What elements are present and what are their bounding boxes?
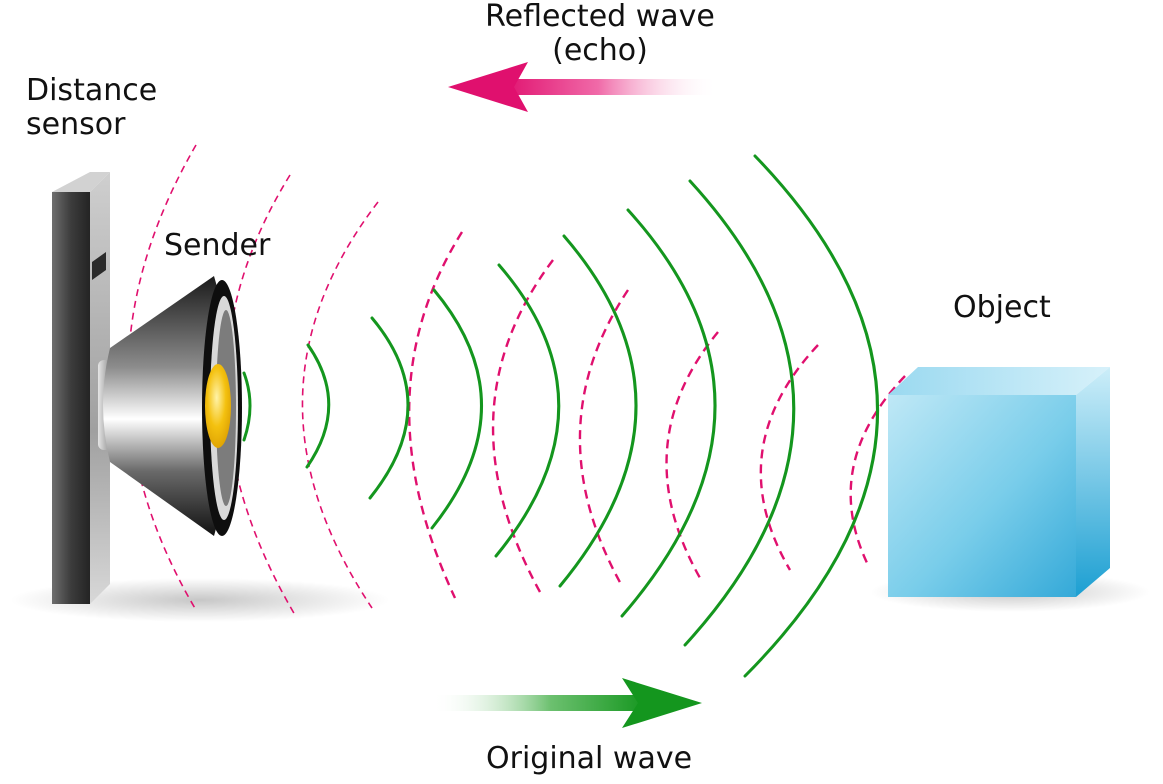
original-arrow-head: [622, 678, 702, 728]
echo-arc: [849, 375, 906, 566]
wave-arc: [305, 343, 331, 469]
original-wave-arcs: [242, 154, 879, 678]
sensor-front: [52, 192, 90, 604]
reflected-wave-arrow: [448, 62, 718, 112]
wave-arc: [620, 208, 717, 618]
wave-arc: [430, 288, 483, 530]
object-label: Object: [953, 290, 1051, 325]
reflected-arrow-shaft: [500, 79, 718, 95]
reflected-wave-label: Reflected wave (echo): [485, 0, 715, 68]
original-arrow-shaft: [432, 695, 648, 711]
sender-core: [205, 364, 231, 448]
original-wave-label: Original wave: [486, 741, 693, 776]
reflected-arrow-head: [448, 62, 528, 112]
reflected-wave-arcs-near: [408, 231, 906, 599]
distance-sensor-label: Distance sensor: [26, 73, 158, 142]
echo-arc: [665, 331, 719, 579]
sensor-slot: [92, 252, 106, 280]
echo-arc: [408, 231, 464, 599]
cube-front: [888, 395, 1076, 597]
echo-arc: [301, 201, 379, 609]
wave-arc: [558, 234, 638, 588]
echo-arc: [759, 344, 819, 571]
wave-arc: [683, 179, 796, 647]
sensor-top: [52, 172, 110, 192]
cube-side: [1076, 367, 1110, 597]
cube-top: [888, 367, 1110, 395]
wave-arc: [494, 263, 561, 558]
wave-arc: [368, 316, 410, 500]
object-cube: [888, 367, 1110, 597]
wave-arc: [242, 371, 252, 442]
echo-arc: [578, 289, 629, 587]
echo-arc: [491, 259, 554, 593]
wave-arc: [743, 154, 879, 678]
sender-label: Sender: [164, 228, 271, 263]
echo-arc: [225, 174, 296, 616]
sender-speaker: [98, 276, 242, 536]
sender-cone: [103, 276, 233, 536]
original-wave-arrow: [432, 678, 702, 728]
